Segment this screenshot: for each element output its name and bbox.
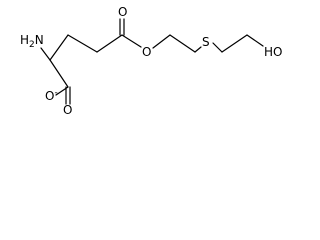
ester-carbonyl-oxygen-label: O — [118, 5, 127, 19]
amine-label: H2N — [20, 33, 44, 50]
bond-c9-oh — [246, 34, 264, 47]
bond-c5-oester — [121, 34, 142, 48]
hydroxyl-label: HO — [264, 45, 282, 59]
bond-c7-s — [194, 46, 202, 53]
bond-c6-c7 — [169, 34, 196, 53]
bond-s-c8 — [212, 42, 223, 53]
carboxylate-oxygen-label: O- — [45, 88, 58, 103]
bond-c8-c9 — [221, 34, 248, 53]
bond-c4-c5 — [96, 34, 123, 53]
bond-calpha-n — [40, 47, 51, 61]
bond-calpha-c3 — [49, 34, 69, 61]
bond-c3-c4 — [67, 34, 98, 53]
bond-calpha-c1 — [49, 59, 69, 88]
bond-oester-c6 — [152, 34, 171, 49]
chemical-structure: H2N O- O O O S HO — [20, 5, 282, 116]
atom-labels: H2N O- O O O S HO — [20, 5, 282, 116]
thioether-sulfur-label: S — [202, 35, 210, 49]
bonds — [40, 18, 264, 105]
ester-oxygen-label: O — [142, 45, 151, 59]
carboxylate-carbonyl-oxygen-label: O — [63, 103, 72, 116]
